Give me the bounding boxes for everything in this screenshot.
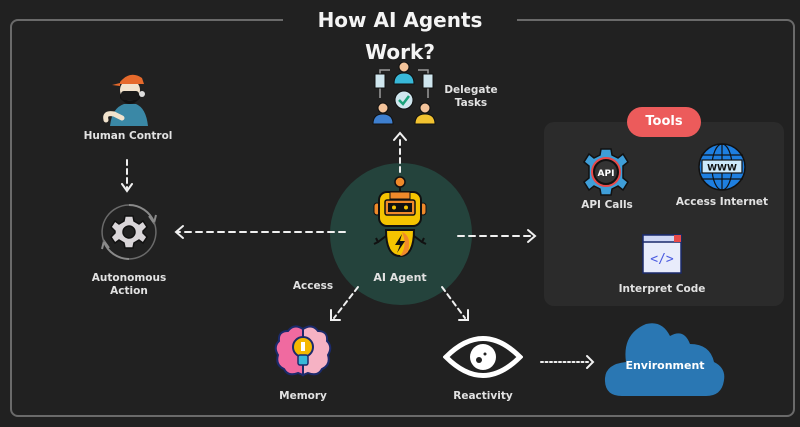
api-gear-icon: API (583, 148, 629, 196)
delegate-tasks-label: Delegate Tasks (440, 84, 502, 110)
autonomous-action-line1: Autonomous (91, 272, 167, 284)
team-delegation-icon (372, 62, 436, 125)
tools-heading: Tools (627, 107, 701, 137)
delegate-tasks-line2: Tasks (454, 97, 488, 109)
autonomous-action-label: Autonomous Action (74, 272, 184, 298)
environment-label: Environment (625, 359, 705, 372)
access-edge-label: Access (292, 280, 334, 292)
human-control-label: Human Control (83, 130, 173, 142)
eye-icon (443, 336, 523, 378)
arrowhead (393, 131, 407, 141)
arrowhead (174, 225, 184, 239)
autonomous-action-line2: Action (110, 285, 148, 297)
memory-label: Memory (279, 390, 327, 402)
svg-text:API: API (598, 169, 615, 179)
gear-cycle-icon (101, 204, 157, 260)
reactivity-label: Reactivity (453, 390, 513, 402)
arrowhead (527, 229, 537, 243)
human-operator-icon (103, 74, 148, 126)
code-window-icon: </> (642, 234, 682, 274)
arrowhead (330, 309, 341, 321)
api-calls-label: API Calls (581, 199, 633, 211)
svg-text:</>: </> (650, 252, 674, 267)
arrowhead (458, 309, 469, 321)
interpret-code-label: Interpret Code (618, 283, 706, 295)
tools-panel (544, 122, 784, 306)
arrowhead (586, 355, 595, 369)
arrowhead (121, 183, 133, 193)
brain-bulb-icon (274, 325, 332, 377)
delegate-tasks-line1: Delegate (444, 84, 498, 96)
diagram-title: How AI Agents Work? (283, 4, 517, 64)
access-internet-label: Access Internet (675, 196, 769, 208)
robot-icon (373, 176, 427, 258)
arrow-agent-to-memory (333, 286, 359, 319)
cloud-icon (604, 323, 725, 396)
svg-text:WWW: WWW (707, 164, 737, 174)
arrow-agent-to-reactivity (441, 286, 466, 319)
globe-www-icon: WWW (698, 143, 746, 191)
ai-agent-label: AI Agent (373, 271, 427, 284)
